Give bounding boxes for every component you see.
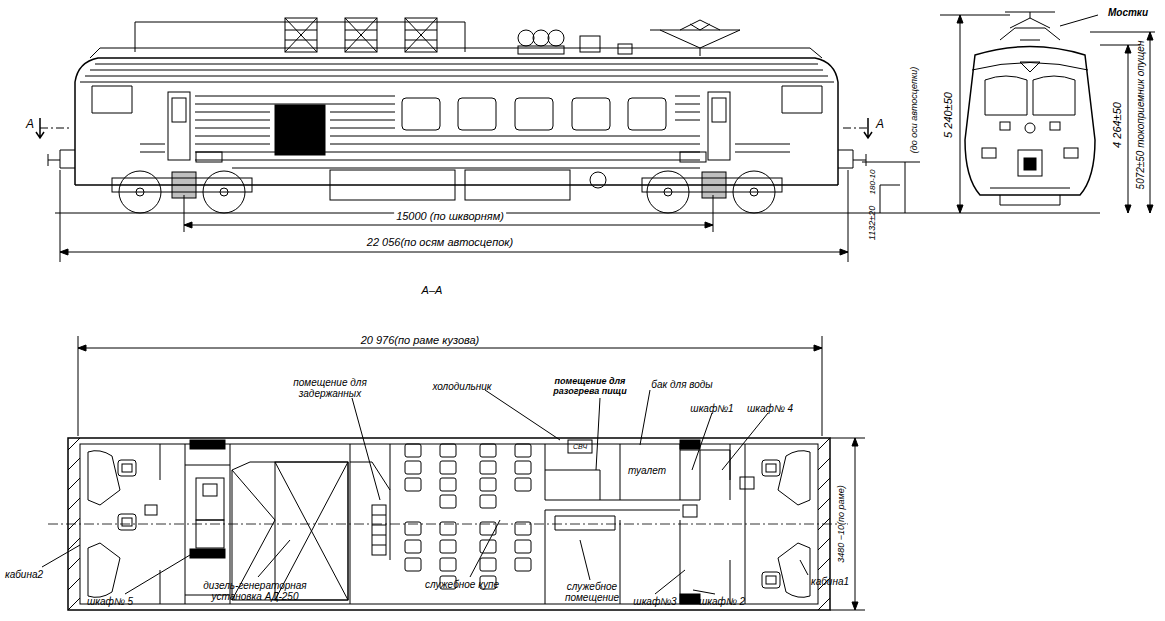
appliance-label: СВЧ (573, 443, 587, 451)
dimension-label: 5 240±50 (942, 92, 954, 138)
dimension-label: (до оси автосцепки) (910, 67, 920, 153)
room-label: служебное помещение (552, 581, 632, 603)
dimension-label: 1132±20 (868, 206, 878, 240)
part-label: Мостки (1108, 7, 1148, 18)
dimension-label: 20 976(по раме кузова) (359, 334, 482, 346)
plan-view (42, 15, 1098, 610)
cab-label: кабина2 (5, 569, 43, 580)
room-label: помещение для задержанных (270, 377, 390, 399)
front-view (965, 12, 1095, 205)
room-label: туалет (628, 465, 666, 476)
room-label: холодильник (432, 381, 491, 392)
cabinet-label: шкаф№3 (633, 596, 676, 607)
cab-label: кабина1 (811, 576, 849, 587)
dimension-label: 15000 (по шкворням) (394, 210, 506, 222)
room-label: бак для воды (651, 379, 712, 390)
section-title: A–A (422, 284, 443, 296)
cabinet-label: шкаф№ 4 (747, 403, 793, 414)
dimension-label: 3480 −10(по раме) (837, 483, 847, 564)
dimension-label: 180-10 (869, 170, 878, 195)
dimension-label: 5072±50 токоприемник опущен (1135, 41, 1146, 190)
cabinet-label: шкаф№ 2 (699, 596, 745, 607)
side-view (36, 15, 1155, 262)
section-mark: A (876, 118, 884, 131)
cabinet-label: шкаф№ 5 (87, 596, 133, 607)
dimension-label: 22 056(по осям автосцепок) (365, 236, 515, 248)
dimension-label: 4 264±50 (1111, 102, 1123, 148)
equipment-label: дизель-генераторная установка АД-250 (185, 580, 325, 602)
cabinet-label: шкаф№1 (690, 403, 733, 414)
room-label: служебное купе (425, 579, 499, 590)
section-mark: A (26, 118, 34, 131)
room-label: помещение для разогрева пищи (545, 377, 635, 397)
